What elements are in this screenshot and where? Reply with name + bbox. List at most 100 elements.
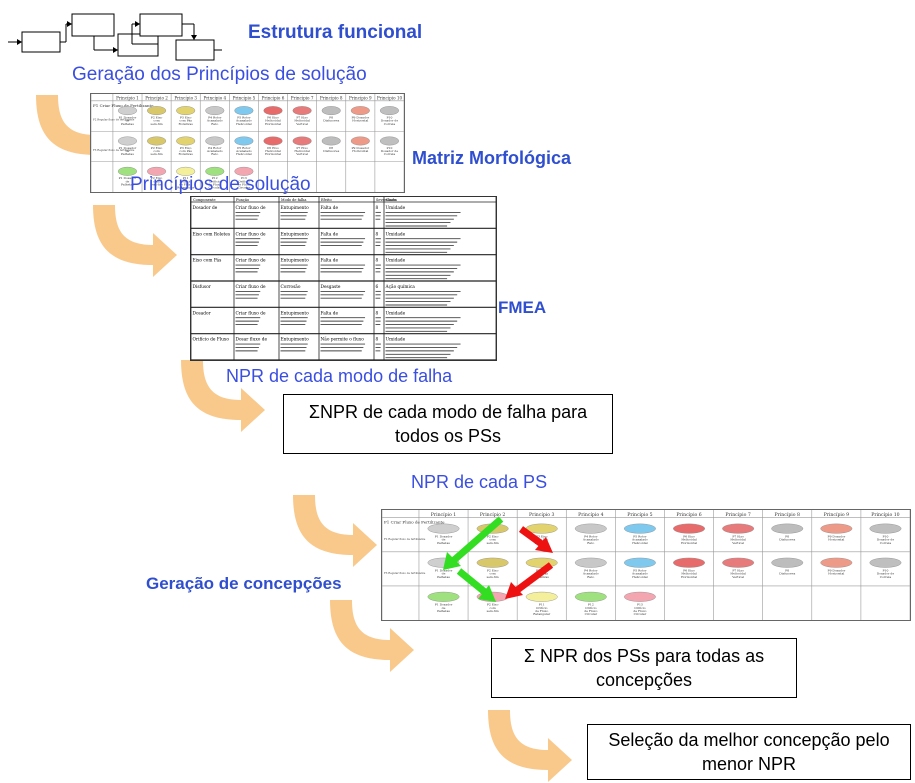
matrix-cell-text: sem-fim xyxy=(151,152,163,156)
matrix-cell-text: P3 Eixo xyxy=(536,534,548,538)
matrix-cell-text: P5 Rotor xyxy=(237,115,251,119)
matrix-cell-text: de xyxy=(442,606,446,610)
matrix-cell-text: P1 Dosador xyxy=(435,534,453,538)
matrix-header: Princípio 4 xyxy=(203,95,226,100)
fmea-cell: Dosador xyxy=(193,311,212,316)
sum-npr-failure-modes-text: ΣNPR de cada modo de falha para todos os… xyxy=(308,402,588,446)
matrix-cell-text: Helicoidal xyxy=(265,149,280,153)
matrix-cell-text: Palhetas xyxy=(121,152,134,156)
matrix-cell-text: P10 xyxy=(387,115,393,119)
matrix-row-label: F2 Regular fluxo de fertilizante xyxy=(384,537,426,541)
matrix-cell-text: Horizontal xyxy=(265,152,281,156)
matrix-header: Princípio 9 xyxy=(349,95,372,100)
matrix-cell-text: Dosador de xyxy=(877,572,895,576)
npr-each-ps-label: NPR de cada PS xyxy=(411,472,548,492)
matrix-cell-text: Dosador de xyxy=(877,538,895,542)
matrix-cell-text: Disfusores xyxy=(323,149,340,153)
matrix-cell-text: de xyxy=(126,149,130,153)
matrix-cell-text: P6 Eixo xyxy=(267,115,279,119)
green-arrow-1 xyxy=(443,516,504,570)
matrix-cell-text: de Fluxo xyxy=(584,609,597,613)
fmea-cell: Criar fluxo de xyxy=(236,206,266,211)
fmea-header: Severidade xyxy=(376,198,396,202)
matrix-cell-text: P8 xyxy=(785,534,789,538)
matrix-cell-text: P4 Rotor xyxy=(584,534,598,538)
matrix-cell-text: com xyxy=(489,606,495,610)
fmea-cell: Eixo com Pás xyxy=(193,259,222,264)
matrix-cell-text: de Fluxo xyxy=(179,183,192,187)
matrix-cell-text: Vertical xyxy=(295,152,308,156)
matrix-cell-text: Palhetas xyxy=(121,183,134,187)
matrix-cell-text: com xyxy=(153,149,159,153)
matrix-cell-text: Horizontal xyxy=(265,122,281,126)
fmea-cell: Eixo com Roletes xyxy=(193,232,231,237)
matrix-cell-text: P9 Dosador xyxy=(828,534,846,538)
arrow-6 xyxy=(488,710,572,782)
fmea-cell: Criar fluxo de xyxy=(236,311,266,316)
matrix-cell-text: com xyxy=(489,572,495,576)
matrix-cell-text: P1 Dosador xyxy=(435,569,453,573)
matrix-cell-text: com xyxy=(153,119,159,123)
fmea-cell: Umidade xyxy=(386,259,406,264)
matrix-cell-text: Rotativas xyxy=(535,575,550,579)
fmea-cell: Falta de xyxy=(321,259,339,264)
matrix-cell-text: P5 Rotor xyxy=(237,146,251,150)
matrix-cell-text: sem-fim xyxy=(487,609,499,613)
matrix-cell-text: Circular xyxy=(634,612,647,616)
matrix-cell-text: Rotativas xyxy=(179,122,194,126)
matrix-cell-text: Rotativas xyxy=(179,152,194,156)
matrix-cell-text: P11 xyxy=(539,603,545,607)
matrix-cell-text: Correia xyxy=(880,575,892,579)
fmea-header: Função xyxy=(236,198,249,202)
matrix-cell-text: P7 Eixo xyxy=(732,534,744,538)
solution-principles-label: Princípios de solução xyxy=(130,174,311,195)
fmea-header: Causa xyxy=(386,198,397,202)
fmea-header: Modo de falha xyxy=(281,198,306,202)
matrix-cell-text: Correia xyxy=(384,122,396,126)
fmea-cell: Umidade xyxy=(386,206,406,211)
matrix-cell-text: de xyxy=(126,179,130,183)
matrix-cell-text: de Fluxo xyxy=(237,183,250,187)
matrix-corner-label: F1 Criar Fluxo de Fertilizante xyxy=(384,520,445,525)
matrix-cell-text: P4 Rotor xyxy=(584,569,598,573)
solution-principles-generation-label: Geração dos Princípios de solução xyxy=(72,64,367,85)
best-concept-selection-text: Seleção da melhor concepção pelo menor N… xyxy=(608,730,890,774)
matrix-cell-text: sem-fim xyxy=(151,122,163,126)
matrix-cell-text: P9 Dosador xyxy=(828,569,846,573)
matrix-cell-text: P3 Eixo xyxy=(180,146,192,150)
best-concept-selection-box: Seleção da melhor concepção pelo menor N… xyxy=(587,724,911,780)
fmea-cell: Corrosão xyxy=(281,285,301,290)
fmea-cell: Umidade xyxy=(386,311,406,316)
matrix-cell-text: P13 xyxy=(637,603,643,607)
matrix-cell-text: Vertical xyxy=(731,541,744,545)
sum-npr-concepts-box: Σ NPR dos PSs para todas as concepções xyxy=(491,638,797,698)
matrix-header: Princípio 7 xyxy=(291,95,314,100)
matrix-cell-text: Circular xyxy=(585,612,598,616)
matrix-cell-text: Retangular xyxy=(177,186,195,190)
matrix-cell-text: P5 Rotor xyxy=(633,569,647,573)
matrix-cell-text: P8 xyxy=(329,115,333,119)
sum-npr-concepts-text: Σ NPR dos PSs para todas as concepções xyxy=(523,646,765,690)
matrix-cell-text: P2 Eixo xyxy=(151,176,163,180)
concept-arrows xyxy=(443,516,554,602)
fmea-cell: Disfusor xyxy=(193,285,212,290)
matrix-header: Princípio 8 xyxy=(775,511,800,518)
